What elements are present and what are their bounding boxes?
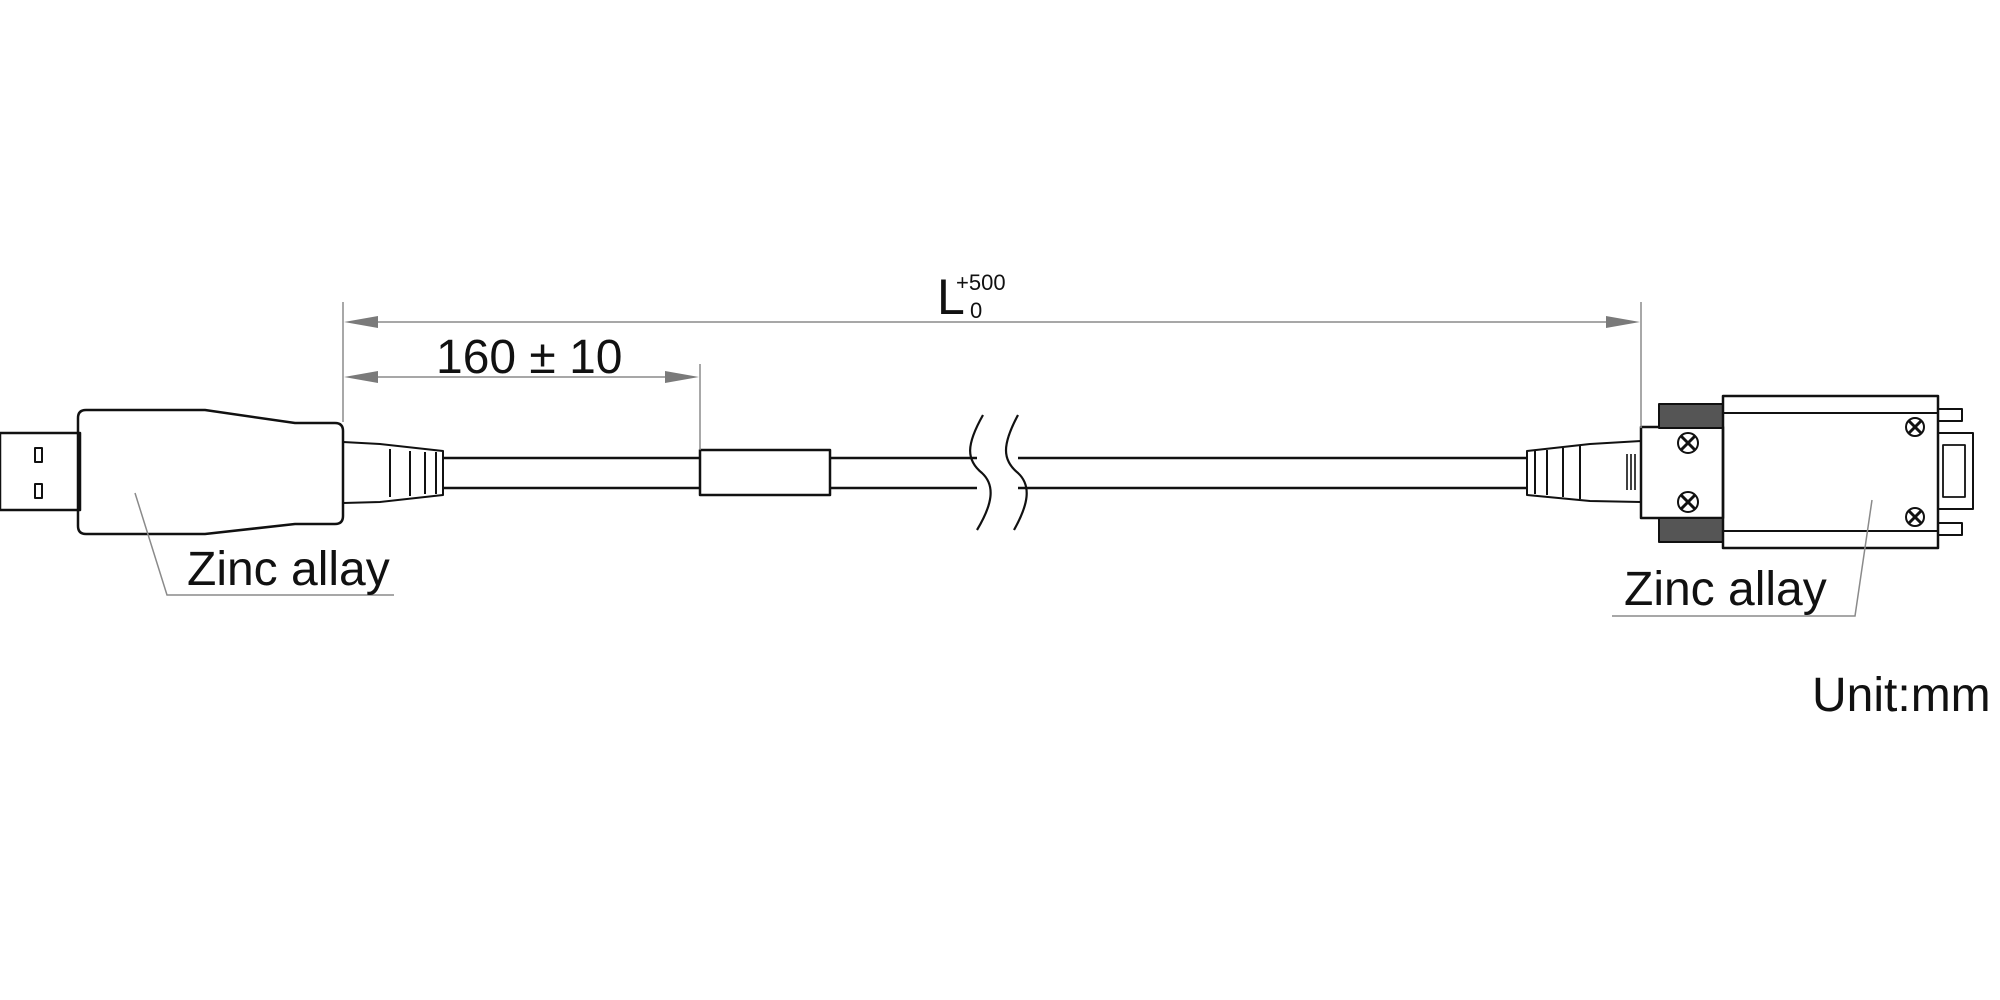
leader-line-left: [134, 492, 394, 596]
dimension-overall: [342, 302, 1642, 428]
screw-plate-bottom: [1677, 491, 1699, 513]
left-material-callout: Zinc allay: [187, 543, 390, 596]
thumbscrew-bottom: [1658, 517, 1724, 543]
ferrite-offset-dimension: 160 ± 10: [436, 331, 623, 384]
screw-housing-bottom: [1905, 507, 1925, 527]
arrow-head: [1606, 316, 1640, 328]
usb-a-contact-window-bottom: [34, 483, 43, 499]
cable-break-right: [1005, 414, 1028, 531]
usb-a-metal-shell: [0, 431, 82, 512]
arrow-head: [344, 371, 378, 383]
micro-b-strain-relief: [1526, 440, 1642, 503]
thumbscrew-top: [1658, 403, 1724, 429]
micro-b-connector: [1526, 394, 1974, 550]
screw-plate-top: [1677, 432, 1699, 454]
right-material-callout: Zinc allay: [1624, 563, 1827, 616]
arrow-head: [344, 316, 378, 328]
unit-note: Unit:mm: [1812, 669, 1991, 722]
usb-a-contact-window-top: [34, 447, 43, 463]
cable: [443, 414, 1527, 531]
screw-housing-top: [1905, 417, 1925, 437]
screw-pin-bottom: [1937, 522, 1963, 536]
micro-b-rear-plate: [1639, 425, 1725, 520]
overall-length-tolerance-lower: 0: [970, 298, 983, 323]
usb-a-housing: [76, 408, 345, 536]
arrow-head: [665, 371, 699, 383]
ferrite-core: [698, 448, 832, 497]
overall-length-tolerance-upper: +500: [956, 270, 1006, 295]
leader-line-right: [1612, 499, 1873, 617]
screw-pin-top: [1937, 408, 1963, 422]
usb-a-strain-relief: [342, 441, 444, 504]
overall-length-symbol: L: [937, 269, 965, 325]
dimension-ferrite: [344, 364, 701, 450]
cable-break-left: [969, 414, 992, 531]
usb-a-connector: [0, 408, 444, 536]
micro-b-plug-tongue: [1937, 432, 1974, 510]
micro-b-housing: [1721, 394, 1940, 550]
